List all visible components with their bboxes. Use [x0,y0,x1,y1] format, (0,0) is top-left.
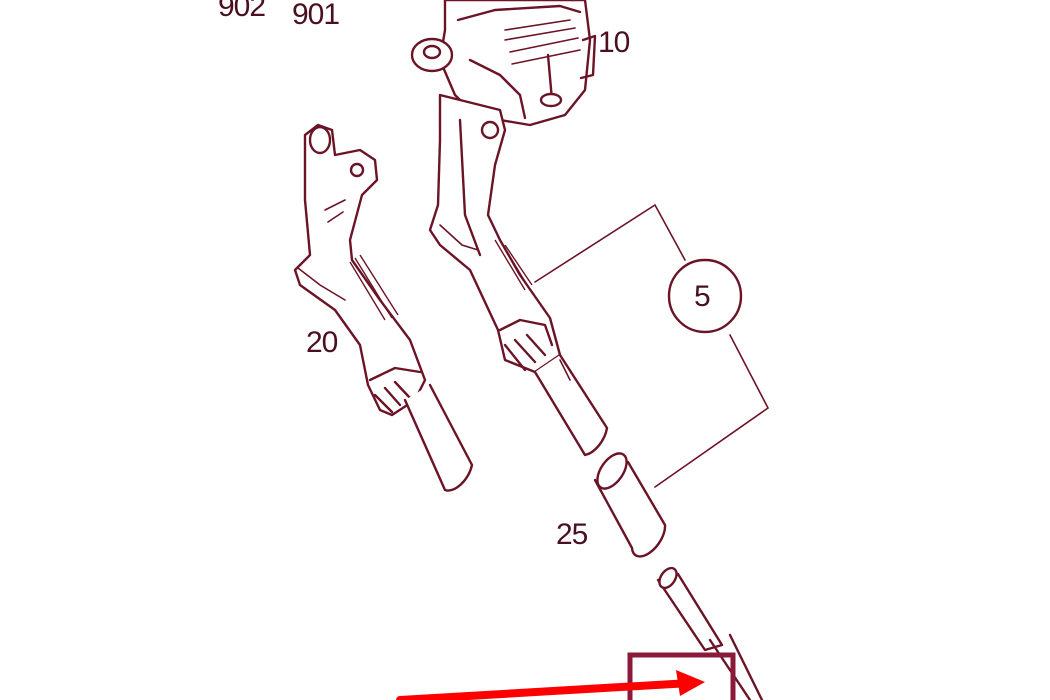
label-part-5: 5 [694,280,711,313]
label-part-901: 901 [292,0,340,31]
bracket-part-10 [410,0,597,127]
red-arrow [396,670,705,700]
label-part-20: 20 [306,326,338,359]
pedal-arm-part-20 [293,123,474,492]
label-part-10: 10 [598,26,630,59]
callout-part-5 [534,203,770,488]
pin-bottom [656,566,764,700]
label-part-25: 25 [556,518,588,551]
pedal-arm-right [428,93,609,457]
label-part-902: 902 [218,0,266,23]
tube-part-25 [593,452,667,558]
